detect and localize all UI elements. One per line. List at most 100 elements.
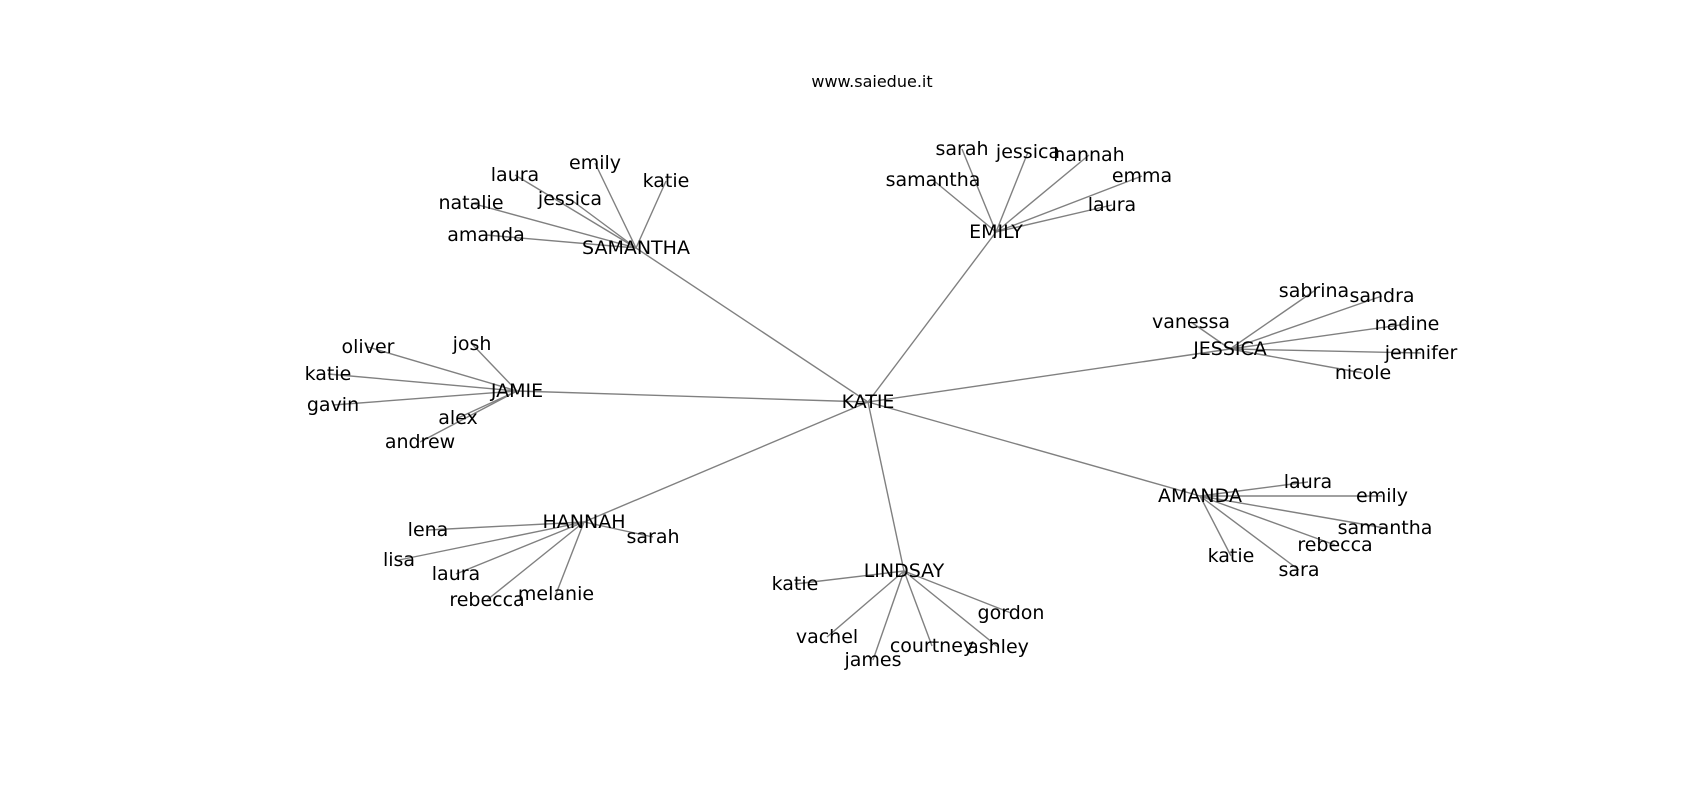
leaf-node-label: emma: [1112, 165, 1172, 187]
leaf-node-label: james: [843, 649, 901, 671]
leaf-node-label: oliver: [342, 336, 395, 358]
edge-samantha-leaf: [514, 174, 637, 249]
edge-amanda-leaf: [1199, 495, 1232, 557]
edge-lindsay-leaf: [826, 570, 905, 638]
edge-root-lindsay: [867, 401, 905, 572]
leaf-node-label: emily: [569, 152, 621, 174]
edge-hannah-leaf: [455, 521, 585, 575]
edge-hannah-leaf: [486, 521, 585, 601]
edge-emily-leaf: [932, 179, 997, 233]
hub-node-label-lindsay: LINDSAY: [864, 560, 945, 582]
leaf-node-label: katie: [772, 573, 819, 595]
leaf-node-label: vanessa: [1152, 311, 1230, 333]
edge-amanda-leaf: [1199, 481, 1309, 497]
edge-jamie-leaf: [332, 390, 518, 406]
edge-root-emily: [867, 231, 997, 403]
leaf-node-label: gavin: [307, 394, 359, 416]
edge-root-amanda: [867, 401, 1201, 497]
edge-emily-leaf: [995, 204, 1113, 233]
edge-hannah-leaf: [555, 521, 585, 595]
leaf-node-label: sarah: [626, 526, 679, 548]
leaf-node-label: rebecca: [1297, 534, 1372, 556]
edge-jessica-leaf: [1229, 295, 1383, 350]
leaf-node-label: jessica: [995, 141, 1060, 163]
leaf-node-label: laura: [491, 164, 539, 186]
leaf-node-label: andrew: [385, 431, 455, 453]
edge-samantha-leaf: [485, 234, 637, 249]
leaf-node-label: lisa: [383, 549, 415, 571]
edge-amanda-leaf: [1199, 495, 1300, 571]
leaf-node-label: katie: [1208, 545, 1255, 567]
edge-lindsay-leaf: [794, 570, 905, 585]
leaf-node-label: samantha: [886, 169, 981, 191]
leaf-node-label: sara: [1279, 559, 1320, 581]
edge-emily-leaf: [995, 151, 1029, 233]
edge-jessica-leaf: [1229, 348, 1422, 354]
leaf-node-label: jessica: [537, 188, 602, 210]
edge-samantha-leaf: [594, 162, 637, 249]
edge-jessica-leaf: [1229, 290, 1315, 350]
edge-emily-leaf: [995, 154, 1090, 233]
leaf-node-label: vachel: [796, 626, 858, 648]
edge-hannah-leaf: [398, 521, 585, 561]
edge-samantha-leaf: [635, 180, 667, 249]
leaf-node-label: gordon: [978, 602, 1045, 624]
leaf-node-label: emily: [1356, 485, 1408, 507]
leaf-node-label: rebecca: [449, 589, 524, 611]
edge-hannah-leaf: [427, 521, 585, 531]
hub-node-label-hannah: HANNAH: [543, 511, 626, 533]
leaf-node-label: sandra: [1349, 285, 1414, 307]
edge-jamie-leaf: [327, 373, 518, 392]
edge-jessica-leaf: [1229, 323, 1408, 350]
edge-root-samantha: [635, 247, 869, 403]
edge-emily-leaf: [961, 148, 997, 233]
leaf-node-label: sarah: [935, 138, 988, 160]
edge-samantha-leaf: [470, 202, 637, 249]
leaf-node-label: courtney: [890, 635, 974, 657]
leaf-node-label: amanda: [447, 224, 525, 246]
hub-node-label-jamie: JAMIE: [490, 380, 543, 402]
edge-lindsay-leaf: [872, 570, 905, 661]
leaf-node-label: katie: [305, 363, 352, 385]
edge-hannah-leaf: [583, 521, 654, 538]
hub-node-label-amanda: AMANDA: [1158, 485, 1242, 507]
watermark-text: www.saiedue.it: [811, 72, 932, 91]
leaf-node-label: sabrina: [1279, 280, 1349, 302]
edge-amanda-leaf: [1199, 495, 1336, 546]
edge-jessica-leaf: [1229, 348, 1364, 374]
edge-lindsay-leaf: [903, 570, 999, 648]
edge-jamie-leaf: [471, 343, 518, 392]
edge-amanda-leaf: [1199, 495, 1386, 529]
leaf-node-label: nadine: [1375, 313, 1440, 335]
edge-lindsay-leaf: [903, 570, 933, 647]
leaf-node-label: josh: [452, 333, 492, 355]
edge-jessica-leaf: [1190, 321, 1231, 350]
leaf-node-label: ashley: [967, 636, 1029, 658]
edge-jamie-leaf: [419, 390, 518, 443]
leaf-node-label: katie: [643, 170, 690, 192]
leaf-node-label: samantha: [1338, 517, 1433, 539]
hub-node-label-samantha: SAMANTHA: [582, 237, 690, 259]
edge-jamie-leaf: [367, 346, 518, 392]
leaf-node-label: laura: [1284, 471, 1332, 493]
leaf-node-label: natalie: [438, 192, 503, 214]
labels-layer: KATIESAMANTHAemilylaurajessicakatienatal…: [305, 138, 1458, 671]
edge-root-jamie: [516, 390, 869, 403]
edge-samantha-leaf: [569, 198, 637, 249]
leaf-node-label: laura: [1088, 194, 1136, 216]
edge-lindsay-leaf: [903, 570, 1012, 614]
edge-emily-leaf: [995, 175, 1143, 233]
hub-node-label-jessica: JESSICA: [1192, 338, 1267, 360]
edge-root-jessica: [867, 348, 1231, 403]
edges-layer: [327, 148, 1422, 661]
leaf-node-label: alex: [438, 407, 478, 429]
root-node-label: KATIE: [842, 391, 895, 413]
leaf-node-label: hannah: [1053, 144, 1124, 166]
edge-root-hannah: [583, 401, 869, 523]
leaf-node-label: nicole: [1335, 362, 1391, 384]
leaf-node-label: lena: [408, 519, 449, 541]
leaf-node-label: jennifer: [1384, 342, 1458, 364]
leaf-node-label: melanie: [518, 583, 594, 605]
hub-node-label-emily: EMILY: [969, 221, 1023, 243]
